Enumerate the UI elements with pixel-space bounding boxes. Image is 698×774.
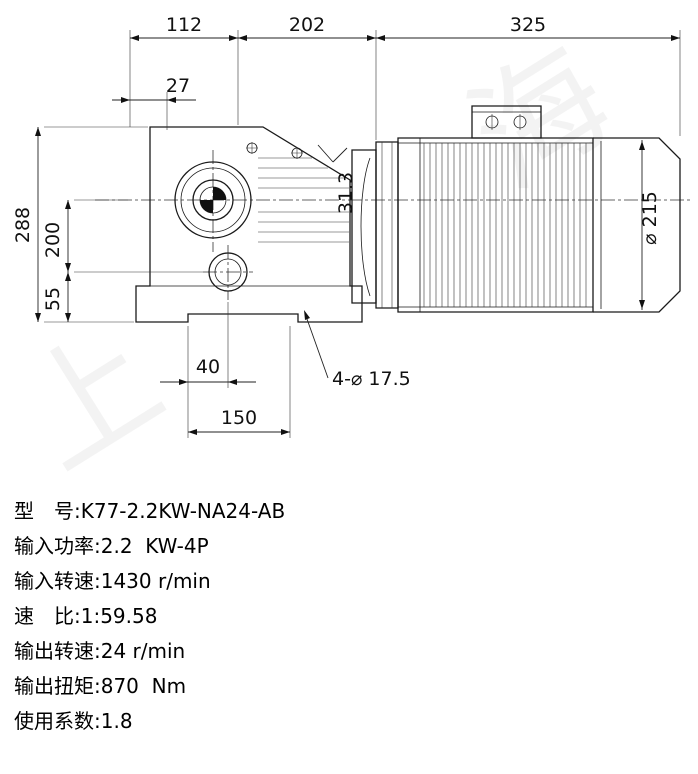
spec-block: 型 号:K77-2.2KW-NA24-AB 输入功率:2.2 KW-4P 输入转… (14, 494, 285, 739)
spec-model: 型 号:K77-2.2KW-NA24-AB (14, 499, 286, 523)
dim-label-112: 112 (166, 14, 202, 36)
dim-label-27: 27 (166, 75, 190, 97)
dim-label-key-width: 31.3 (335, 172, 357, 214)
spec-input-power: 输入功率:2.2 KW-4P (14, 534, 209, 558)
extension-lines (44, 126, 148, 323)
rib-lines (258, 157, 349, 243)
dim-label-motor-diameter: ⌀ 215 (639, 191, 661, 245)
output-hub-inner-circle (180, 167, 246, 233)
dim-motor-diameter: ⌀ 215 (639, 140, 661, 310)
spec-service-factor: 使用系数:1.8 (14, 709, 133, 733)
lower-shaft-centerline (203, 245, 253, 300)
lower-shaft-inner-circle (214, 258, 242, 286)
motor-body-inner-lines (398, 138, 593, 312)
dimensions: 112 202 325 27 288 200 55 (12, 14, 681, 438)
dim-label-288: 288 (12, 207, 34, 243)
dim-27: 27 (112, 75, 196, 130)
dim-288: 288 (12, 126, 148, 323)
terminal-box-outline (471, 105, 542, 139)
leader-line (306, 318, 329, 379)
spec-ratio: 速 比:1:59.58 (14, 604, 158, 628)
center-mark-quadrants (200, 187, 226, 213)
output-hub-outer-circle (174, 161, 252, 239)
dim-label-55: 55 (42, 287, 64, 311)
adapter-flange (351, 141, 399, 309)
dim-label-200: 200 (42, 222, 64, 258)
flange-outline (375, 141, 399, 309)
cooling-fins (423, 143, 587, 307)
dim-label-325: 325 (510, 14, 546, 36)
dim-label-202: 202 (289, 14, 325, 36)
bolt-hole-centermarks (246, 142, 303, 159)
technical-drawing: 112 202 325 27 288 200 55 (12, 14, 690, 438)
extension-lines (74, 199, 203, 273)
adapter-bell-curve (360, 157, 371, 297)
key-pointer-lines (317, 144, 348, 163)
dim-40: 40 (160, 302, 256, 438)
spec-output-speed: 输出转速:24 r/min (14, 639, 186, 663)
dim-mount-holes: 4-⌀ 17.5 (304, 310, 411, 390)
dim-150: 150 (188, 326, 291, 438)
motor (397, 105, 681, 313)
flange-inner-lines (381, 142, 393, 308)
arrowhead (304, 310, 310, 320)
dim-key-width: 31.3 (317, 144, 357, 214)
gearbox-outline (135, 126, 363, 323)
spec-output-torque: 输出扭矩:870 Nm (14, 674, 187, 698)
spec-input-speed: 输入转速:1430 r/min (14, 569, 211, 593)
dim-200-55-chain: 200 55 (42, 199, 203, 322)
lower-shaft-outer-circle (208, 252, 248, 292)
dim-label-150: 150 (221, 407, 257, 429)
dim-top-chain: 112 202 325 (129, 14, 681, 140)
gearbox (135, 126, 363, 323)
dim-label-40: 40 (196, 356, 220, 378)
dim-label-mount-holes: 4-⌀ 17.5 (332, 368, 411, 390)
output-shaft-bore (192, 179, 234, 221)
arrowheads (130, 35, 680, 41)
terminal-box-bolt-ticks (491, 114, 521, 130)
motor-end-cap-outline (593, 137, 681, 313)
extension-lines (129, 30, 681, 140)
motor-body-outline (397, 137, 594, 313)
